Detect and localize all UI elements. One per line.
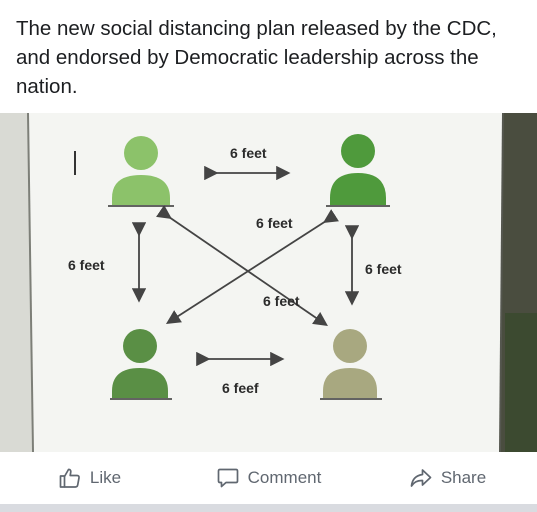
- label-left-distance: 6 feet: [68, 257, 105, 273]
- arrow-diagonal-2: [165, 209, 339, 324]
- label-top-distance: 6 feet: [230, 145, 267, 161]
- comment-button[interactable]: Comment: [179, 452, 358, 504]
- share-label: Share: [440, 468, 487, 487]
- label-right-distance: 6 feet: [365, 261, 402, 277]
- label-bottom-distance: 6 feef: [222, 380, 259, 396]
- like-button[interactable]: Like: [0, 452, 179, 504]
- comment-bubble-icon: [216, 466, 240, 490]
- social-distancing-diagram: 6 feet 6 feet 6 feet 6 feet 6 feet 6 fee…: [0, 113, 537, 452]
- thumbs-up-icon: [58, 466, 82, 490]
- feed-divider: [0, 504, 537, 512]
- person-bottom-right: [320, 329, 382, 400]
- comment-label: Comment: [247, 468, 322, 487]
- person-top-right: [326, 134, 390, 207]
- label-diagonal-upper: 6 feet: [256, 215, 293, 231]
- share-arrow-icon: [409, 466, 433, 490]
- post-caption: The new social distancing plan released …: [16, 17, 497, 98]
- like-label: Like: [89, 468, 122, 487]
- person-top-left: [108, 136, 174, 207]
- post-photo[interactable]: 6 feet 6 feet 6 feet 6 feet 6 feet 6 fee…: [0, 113, 537, 452]
- label-diagonal-lower: 6 feet: [263, 293, 300, 309]
- share-button[interactable]: Share: [358, 452, 537, 504]
- post-action-bar: Like Comment Share: [0, 452, 537, 504]
- person-bottom-left: [110, 329, 172, 400]
